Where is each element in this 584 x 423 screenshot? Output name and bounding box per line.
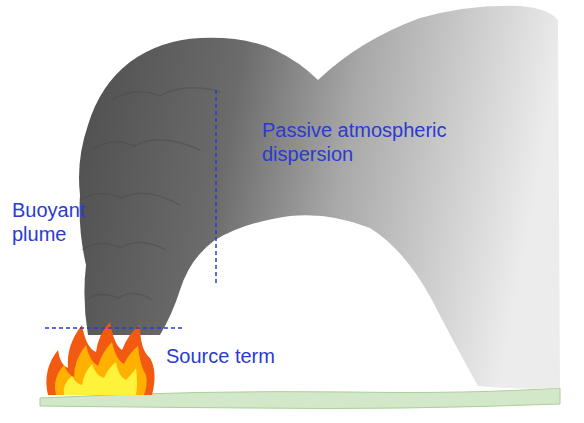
divider-line bbox=[45, 327, 182, 329]
region-label: Source term bbox=[166, 344, 296, 368]
region-label: Passive atmospheric dispersion bbox=[262, 118, 467, 166]
smoke-puffs bbox=[80, 88, 220, 300]
smoke-cloud bbox=[79, 6, 560, 389]
fire bbox=[46, 322, 154, 395]
divider-line bbox=[215, 90, 217, 286]
region-label: Buoyant plume bbox=[12, 198, 92, 246]
